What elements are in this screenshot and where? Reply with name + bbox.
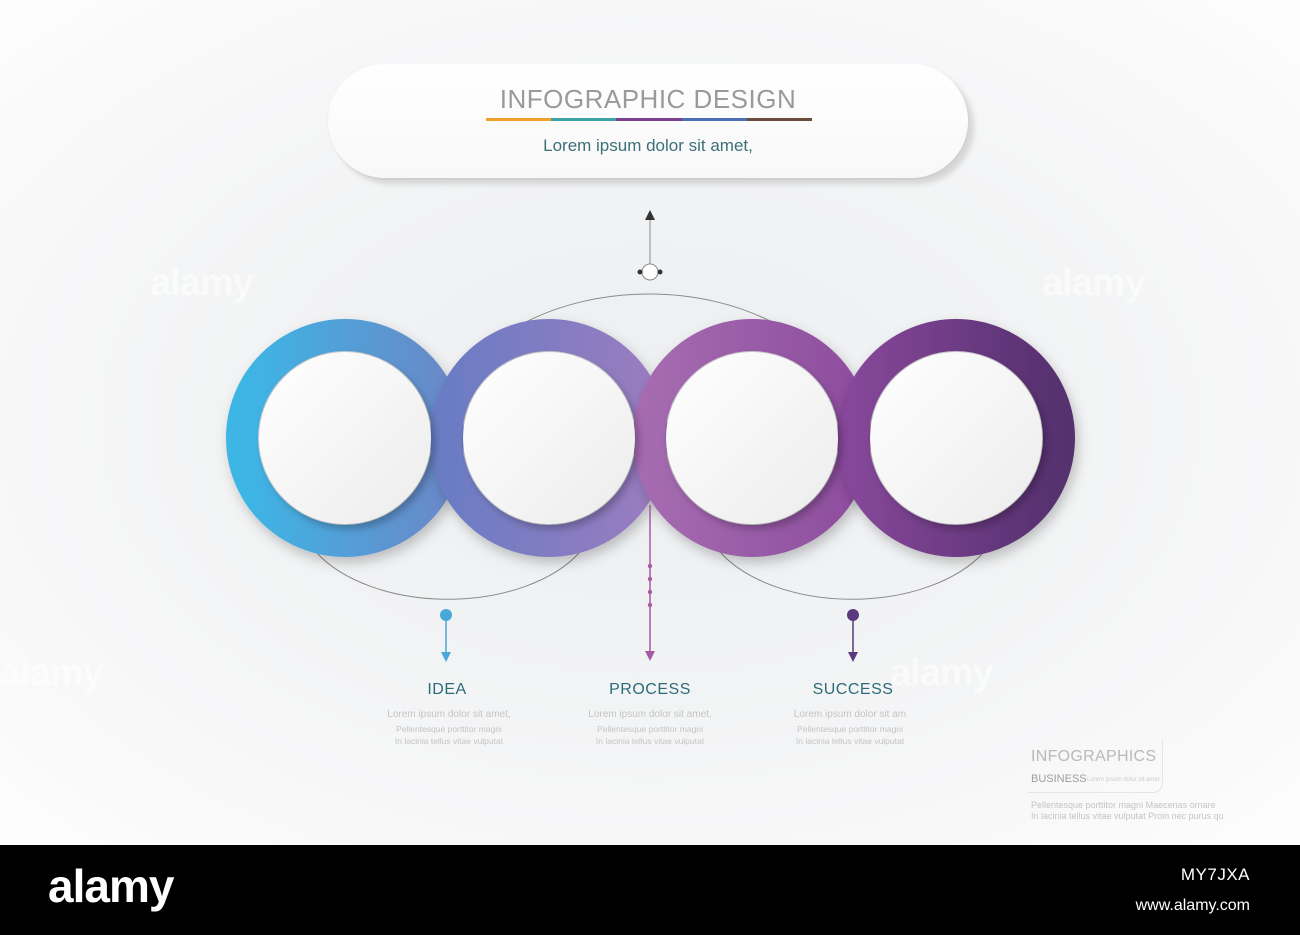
junction-dot — [637, 269, 643, 275]
process-pointer-bead — [647, 589, 653, 595]
watermark: alamy — [1042, 262, 1146, 304]
page-subtitle: Lorem ipsum dolor sit amet, — [543, 136, 753, 155]
underline-segment — [486, 118, 552, 121]
diagram-graphic — [226, 210, 1075, 662]
process-pointer-bead — [647, 563, 653, 569]
process-pointer-arrow — [645, 651, 655, 661]
footer-bar: alamy MY7JXA www.alamy.com — [0, 845, 1300, 935]
disc-1 — [259, 352, 431, 524]
top-arrow-head — [645, 210, 655, 220]
ring-4 — [837, 319, 1075, 557]
step-desc-line: Lorem ipsum dolor sit am — [793, 709, 907, 720]
step-desc-line: In lacinia tellus vitae vulputat — [795, 736, 905, 746]
underline-segment — [551, 118, 617, 121]
disc-3 — [666, 352, 838, 524]
step-desc-line: Pellentesque porttitor magni — [797, 724, 903, 734]
corner-small-text: Lorem ipsum dolor sit amet — [1087, 777, 1160, 783]
watermark: alamy — [890, 652, 994, 694]
idea-pointer-arrow — [441, 652, 451, 662]
footer-url: www.alamy.com — [1135, 897, 1250, 914]
underline-segment — [681, 118, 747, 121]
step-desc-process: Lorem ipsum dolor sit amet, Pellentesque… — [540, 709, 760, 747]
corner-business: BUSINESS — [1031, 773, 1087, 785]
watermark: alamy — [0, 652, 104, 694]
step-desc-line: Lorem ipsum dolor sit amet, — [387, 709, 511, 720]
connector-arc-bottom-left — [315, 551, 581, 600]
title-panel: INFOGRAPHIC DESIGN Lorem ipsum dolor sit… — [328, 64, 968, 178]
success-pointer-arrow — [848, 652, 858, 662]
top-junction-node — [641, 263, 659, 281]
step-desc-success: Lorem ipsum dolor sit am Pellentesque po… — [740, 709, 960, 747]
title-underline — [486, 118, 813, 121]
process-pointer-bead — [647, 576, 653, 582]
step-desc-idea: Lorem ipsum dolor sit amet, Pellentesque… — [339, 709, 559, 747]
infographic-canvas: alamy alamy alamy alamy alamy — [0, 0, 1300, 845]
page-title: INFOGRAPHIC DESIGN — [499, 84, 797, 114]
footer-image-id: MY7JXA — [1180, 865, 1250, 884]
step-label-process: PROCESS — [609, 681, 691, 698]
connector-arc-bottom-right — [719, 551, 985, 600]
step-desc-line: In lacinia tellus vitae vulputat — [394, 736, 504, 746]
corner-note: Pellentesque porttitor magni Maecenas or… — [1031, 800, 1224, 822]
underline-segment — [746, 118, 813, 121]
step-desc-line: Lorem ipsum dolor sit amet, — [588, 709, 712, 720]
underline-segment — [616, 118, 682, 121]
step-desc-line: Pellentesque porttitor magni — [396, 724, 502, 734]
connector-arc-top — [525, 293, 773, 323]
junction-dot — [657, 269, 663, 275]
step-desc-line: In lacinia tellus vitae vulputat — [595, 736, 705, 746]
disc-4 — [870, 352, 1042, 524]
step-label-idea: IDEA — [427, 681, 467, 698]
watermark: alamy — [150, 262, 254, 304]
corner-note-line: In lacinia tellus vitae vulputat Proin n… — [1031, 811, 1224, 821]
corner-card — [1028, 740, 1163, 793]
disc-2 — [463, 352, 635, 524]
step-desc-line: Pellentesque porttitor magni — [597, 724, 703, 734]
step-label-success: SUCCESS — [812, 681, 894, 698]
process-pointer-bead — [647, 602, 653, 608]
footer-logo: alamy — [48, 860, 174, 912]
corner-note-line: Pellentesque porttitor magni Maecenas or… — [1031, 800, 1216, 810]
corner-title: INFOGRAPHICS — [1031, 748, 1157, 765]
